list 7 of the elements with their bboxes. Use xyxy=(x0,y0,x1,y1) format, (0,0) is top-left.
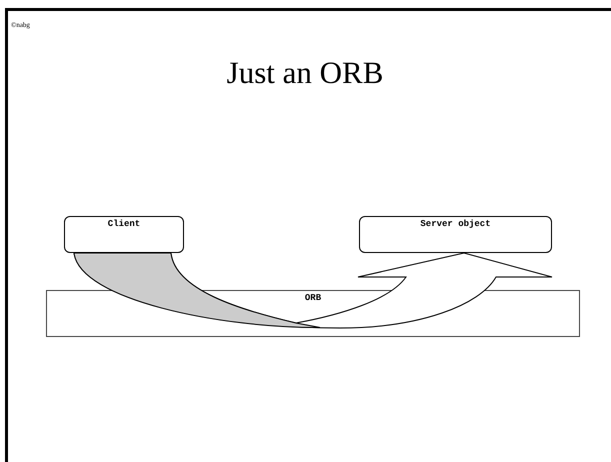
component-box xyxy=(64,216,184,253)
node-label: Server object xyxy=(420,220,491,229)
curved-block-arrow xyxy=(74,252,552,328)
node-label: Client xyxy=(108,220,140,229)
node-label: ORB xyxy=(304,294,322,303)
component-box xyxy=(359,216,552,253)
slide-title: Just an ORB xyxy=(226,54,384,92)
